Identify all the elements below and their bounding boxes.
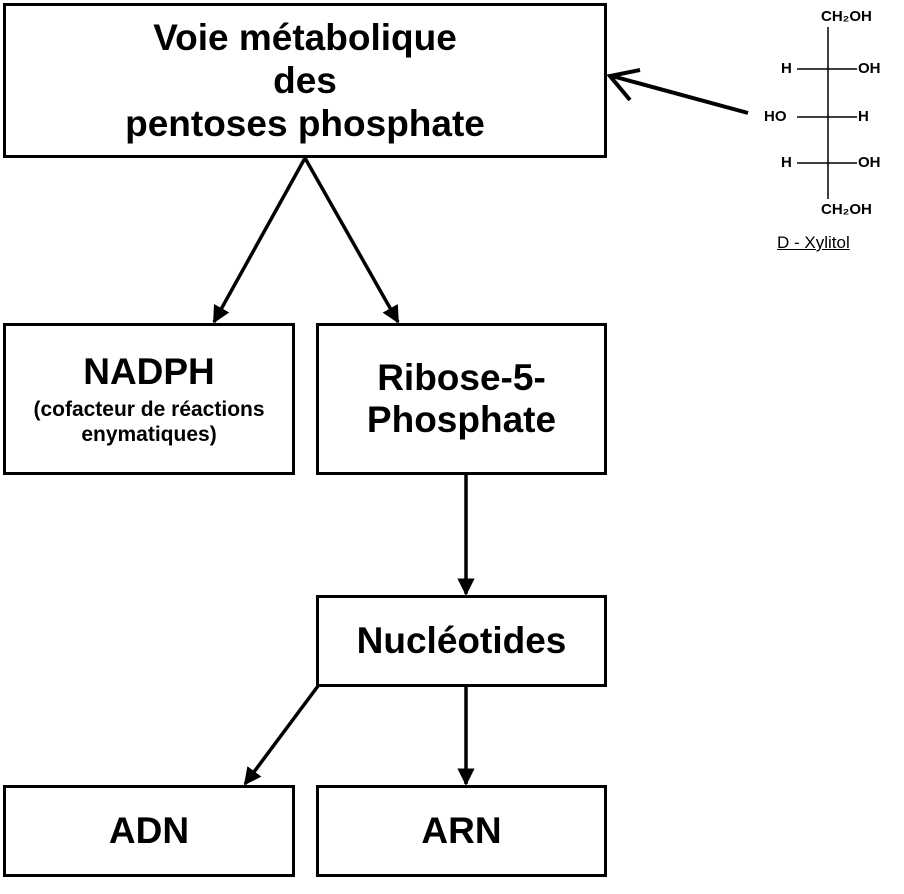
xylitol-row-3-left: H bbox=[781, 154, 792, 171]
arrow-xylitol-to-voie bbox=[606, 68, 749, 115]
adn-label: ADN bbox=[108, 810, 190, 851]
ribose-5-phosphate-box: Ribose-5- Phosphate bbox=[316, 323, 607, 475]
pentose-phosphate-pathway-box: Voie métabolique des pentoses phosphate bbox=[3, 3, 607, 158]
xylitol-top-group: CH₂OH bbox=[821, 8, 872, 25]
adn-box: ADN bbox=[3, 785, 295, 877]
pathway-line-1: Voie métabolique bbox=[153, 17, 457, 58]
arrow-nucleotides-to-adn bbox=[243, 684, 320, 786]
xylitol-row-1-left: H bbox=[781, 60, 792, 77]
pathway-line-3: pentoses phosphate bbox=[125, 103, 485, 144]
xylitol-row-1-right: OH bbox=[858, 60, 881, 77]
ribose-line-2: Phosphate bbox=[366, 399, 557, 440]
nucleotides-box: Nucléotides bbox=[316, 595, 607, 687]
arn-label: ARN bbox=[421, 810, 502, 851]
nucleotides-label: Nucléotides bbox=[356, 620, 567, 661]
arn-box: ARN bbox=[316, 785, 607, 877]
nadph-subtitle-line-1: (cofacteur de réactions bbox=[33, 398, 265, 421]
xylitol-bonds bbox=[797, 27, 857, 199]
ribose-line-1: Ribose-5- bbox=[377, 357, 546, 398]
pathway-line-2: des bbox=[273, 60, 337, 101]
xylitol-name: D - Xylitol bbox=[777, 233, 850, 252]
arrow-voie-to-nadph bbox=[212, 157, 307, 324]
nadph-title: NADPH bbox=[83, 351, 215, 392]
xylitol-row-2-right: H bbox=[858, 108, 869, 125]
arrow-voie-to-ribose bbox=[303, 157, 400, 324]
nadph-subtitle-line-2: enymatiques) bbox=[81, 423, 217, 446]
xylitol-row-3-right: OH bbox=[858, 154, 881, 171]
nadph-box: NADPH (cofacteur de réactions enymatique… bbox=[3, 323, 295, 475]
xylitol-bottom-group: CH₂OH bbox=[821, 201, 872, 218]
xylitol-row-2-left: HO bbox=[764, 108, 787, 125]
